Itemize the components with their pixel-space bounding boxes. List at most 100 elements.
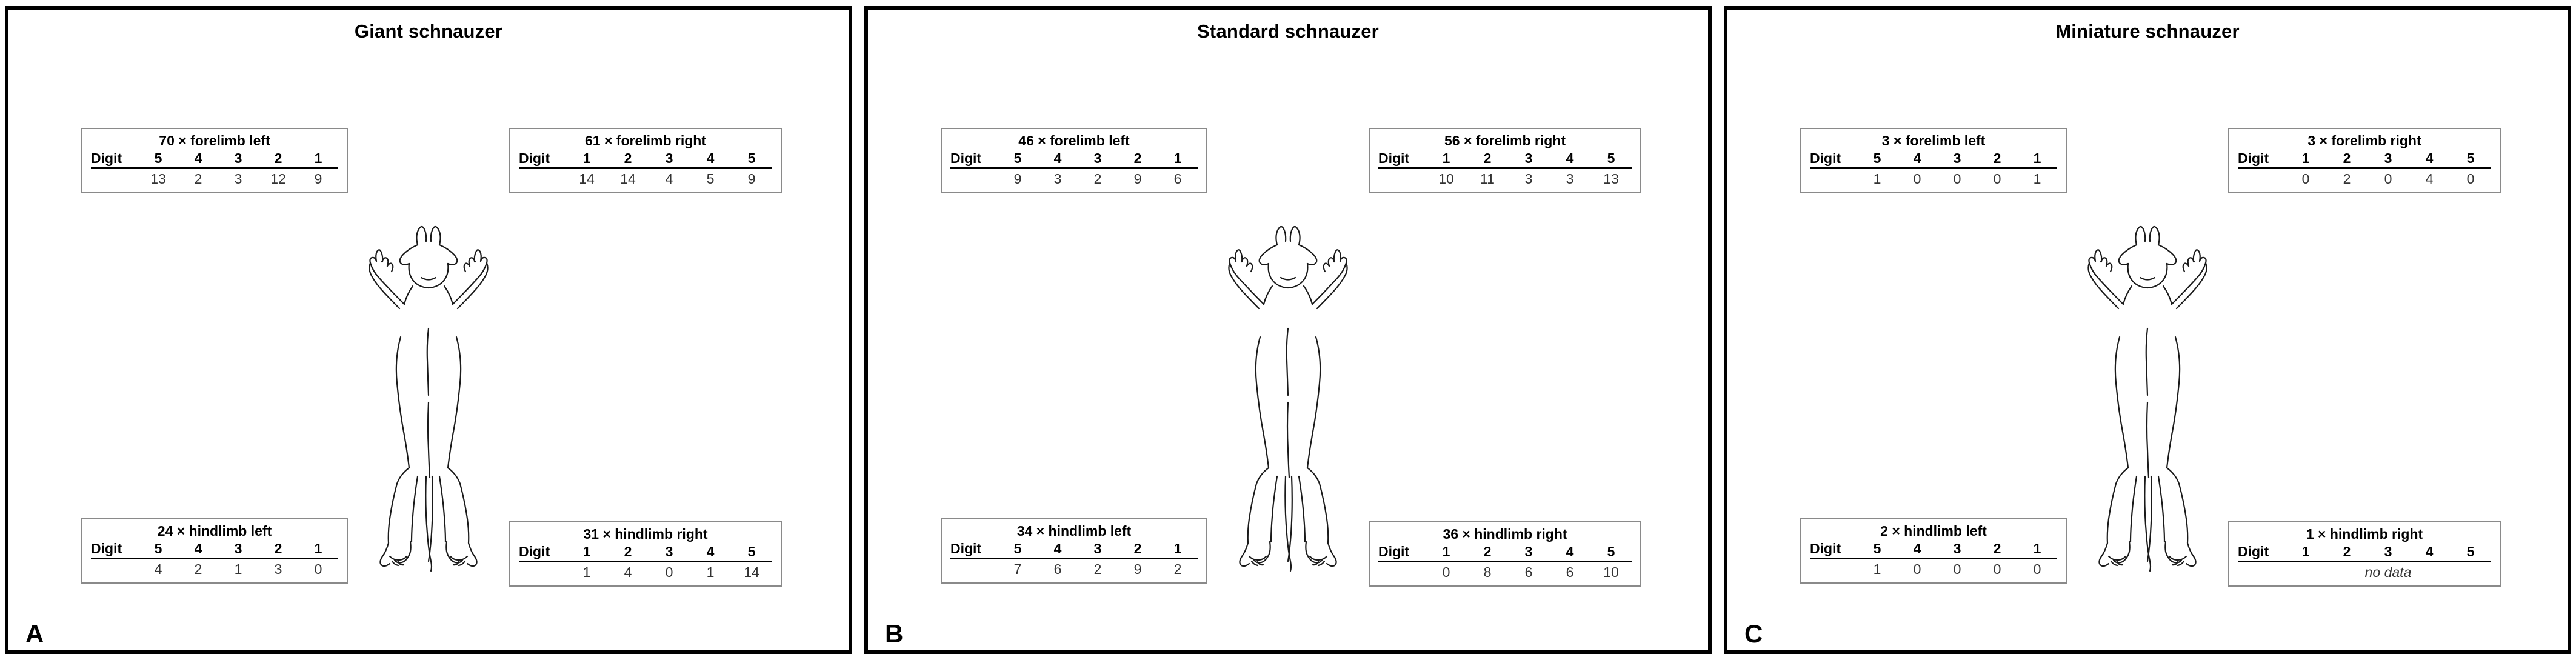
- digit-header-cell: 1: [2017, 150, 2057, 170]
- digit-header-cell: 2: [2326, 150, 2367, 170]
- digit-value-cell: 0: [2466, 171, 2475, 187]
- table-title: 36 × hindlimb right: [1443, 525, 1567, 542]
- digit-header-cell: 3: [218, 150, 258, 170]
- digit-header-cell: 3: [1078, 540, 1118, 559]
- table-title: 70 × forelimb left: [159, 133, 270, 148]
- digit-value-cell: 6: [1524, 564, 1533, 580]
- digit-value-cell: 2: [1093, 561, 1102, 577]
- no-data-text: no data: [2364, 564, 2412, 580]
- digit-header-cell: 1: [1158, 540, 1198, 559]
- dog-outline-icon: [1209, 210, 1367, 585]
- digit-header-cell: 2: [1118, 540, 1158, 559]
- digit-header-cell: 5: [998, 150, 1038, 170]
- digit-value-cell: 0: [2033, 561, 2041, 577]
- digit-header-cell: 4: [1897, 540, 1937, 559]
- value-row-spacer: [91, 558, 138, 578]
- digit-header-cell: 3: [1508, 150, 1549, 170]
- digit-value-cell: 14: [744, 564, 759, 580]
- digit-header-cell: 5: [998, 540, 1038, 559]
- digit-value-cell: 0: [1442, 564, 1450, 580]
- digit-header-cell: 2: [1977, 540, 2017, 559]
- digit-header-cell: 1: [566, 543, 607, 562]
- digit-value-cell: 3: [1524, 171, 1533, 187]
- digit-header-cell: 2: [607, 150, 649, 170]
- value-row-spacer: [1378, 168, 1426, 188]
- digit-header-cell: 5: [2450, 543, 2491, 562]
- digit-header-cell: 5: [138, 150, 178, 170]
- value-row-spacer: [91, 168, 138, 188]
- digit-header-cell: 1: [2285, 150, 2326, 170]
- digit-value-cell: 9: [314, 171, 322, 187]
- digit-header-cell: 4: [178, 540, 218, 559]
- digit-value-cell: 14: [620, 171, 636, 187]
- digit-value-cell: 4: [624, 564, 632, 580]
- panel-title-a: Giant schnauzer: [354, 21, 503, 42]
- digit-value-cell: 3: [274, 561, 282, 577]
- digit-value-cell: 3: [1053, 171, 1062, 187]
- digit-value-cell: 13: [1603, 171, 1619, 187]
- digit-value-cell: 6: [1053, 561, 1062, 577]
- digit-header-cell: 2: [258, 540, 298, 559]
- digit-header-cell: 3: [218, 540, 258, 559]
- digit-value-cell: 0: [1953, 561, 1961, 577]
- digit-header-cell: 4: [1897, 150, 1937, 170]
- digit-header-cell: 1: [1426, 543, 1467, 562]
- digit-label: Digit: [91, 540, 138, 559]
- panel-c: Miniature schnauzer: [1724, 6, 2571, 654]
- digit-header-cell: 3: [649, 150, 690, 170]
- digit-value-cell: 0: [314, 561, 322, 577]
- digit-value-cell: 0: [1913, 561, 1921, 577]
- digit-value-cell: 1: [1873, 171, 1881, 187]
- digit-value-cell: 11: [1480, 171, 1495, 187]
- digit-header-cell: 3: [1937, 150, 1977, 170]
- digit-header-cell: 3: [2367, 543, 2409, 562]
- digit-header-cell: 4: [1038, 540, 1078, 559]
- digit-value-cell: 1: [1873, 561, 1881, 577]
- digit-header-cell: 1: [566, 150, 607, 170]
- digit-value-cell: 9: [1133, 561, 1142, 577]
- digit-value-cell: 4: [154, 561, 162, 577]
- digit-label: Digit: [1810, 150, 1857, 170]
- digit-header-cell: 4: [1549, 150, 1590, 170]
- digit-header-cell: 5: [731, 150, 772, 170]
- digit-value-cell: 1: [234, 561, 242, 577]
- digit-header-cell: 4: [1549, 543, 1590, 562]
- table-title: 3 × forelimb right: [2307, 133, 2421, 148]
- table-title: 1 × hindlimb right: [2306, 525, 2423, 542]
- digit-label: Digit: [519, 543, 566, 562]
- digit-value-cell: 0: [2384, 171, 2392, 187]
- table-title: 61 × forelimb right: [584, 133, 706, 148]
- digit-value-cell: 14: [579, 171, 595, 187]
- digit-label: Digit: [1378, 150, 1426, 170]
- value-row-spacer: [1810, 168, 1857, 188]
- table-value-row: no data: [2238, 561, 2491, 581]
- panel-letter-b: B: [885, 619, 904, 648]
- value-row-spacer: [519, 168, 566, 188]
- digit-header-cell: 2: [1118, 150, 1158, 170]
- digit-value-cell: 3: [1566, 171, 1574, 187]
- digit-header-cell: 5: [1590, 150, 1632, 170]
- table-title: 56 × forelimb right: [1444, 133, 1566, 148]
- digit-value-cell: 2: [2343, 171, 2351, 187]
